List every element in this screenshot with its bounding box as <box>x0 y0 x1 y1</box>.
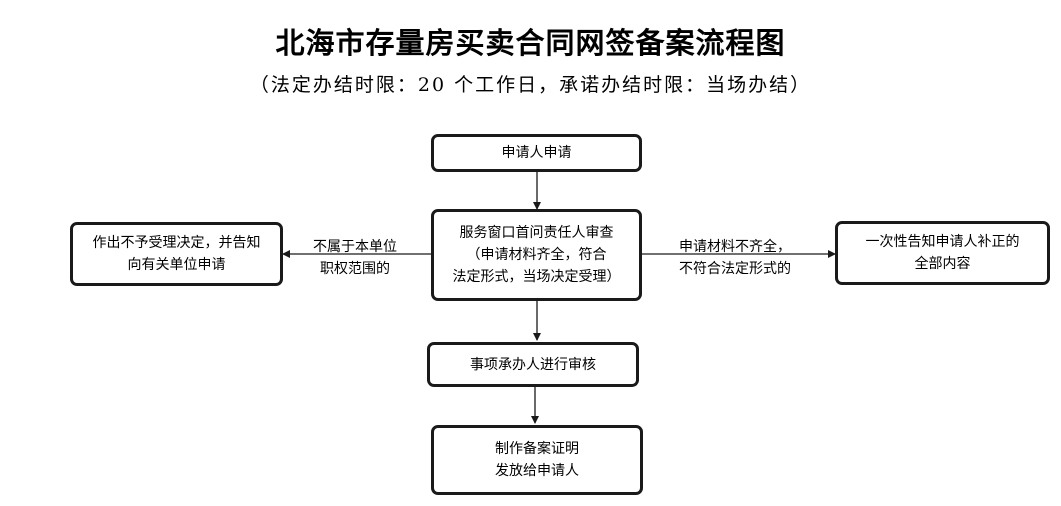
node-issue-line-1: 制作备案证明 <box>495 441 579 457</box>
node-notify-line-2: 全部内容 <box>914 256 971 272</box>
node-reject: 作出不予受理决定，并告知 向有关单位申请 <box>70 222 283 286</box>
node-issue: 制作备案证明 发放给申请人 <box>431 425 643 495</box>
diagram-subtitle: （法定办结时限：20 个工作日，承诺办结时限：当场办结） <box>249 74 812 96</box>
node-review: 服务窗口首问责任人审查 （申请材料齐全，符合 法定形式，当场决定受理） <box>431 209 642 301</box>
node-review-line-2: （申请材料齐全，符合 <box>466 247 607 263</box>
edge-label-left: 不属于本单位 职权范围的 <box>290 236 420 280</box>
diagram-title: 北海市存量房买卖合同网签备案流程图 <box>275 26 786 60</box>
node-examine-line: 事项承办人进行审核 <box>470 356 596 373</box>
node-review-line-1: 服务窗口首问责任人审查 <box>459 225 614 241</box>
node-reject-line-2: 向有关单位申请 <box>127 257 226 273</box>
node-review-line-3: 法定形式，当场决定受理） <box>452 269 621 285</box>
edge-label-right: 申请材料不齐全， 不符合法定形式的 <box>645 236 825 280</box>
node-apply: 申请人申请 <box>431 134 642 172</box>
node-notify: 一次性告知申请人补正的 全部内容 <box>835 221 1050 285</box>
edge-label-left-line-2: 职权范围的 <box>320 261 390 277</box>
node-notify-line-1: 一次性告知申请人补正的 <box>865 234 1020 250</box>
node-issue-line-2: 发放给申请人 <box>495 463 579 479</box>
edge-label-right-line-2: 不符合法定形式的 <box>679 261 791 277</box>
node-apply-line: 申请人申请 <box>501 145 572 161</box>
edge-label-left-line-1: 不属于本单位 <box>313 239 397 255</box>
node-examine: 事项承办人进行审核 <box>427 342 639 387</box>
node-reject-line-1: 作出不予受理决定，并告知 <box>92 235 261 251</box>
edge-label-right-line-1: 申请材料不齐全， <box>679 239 791 255</box>
